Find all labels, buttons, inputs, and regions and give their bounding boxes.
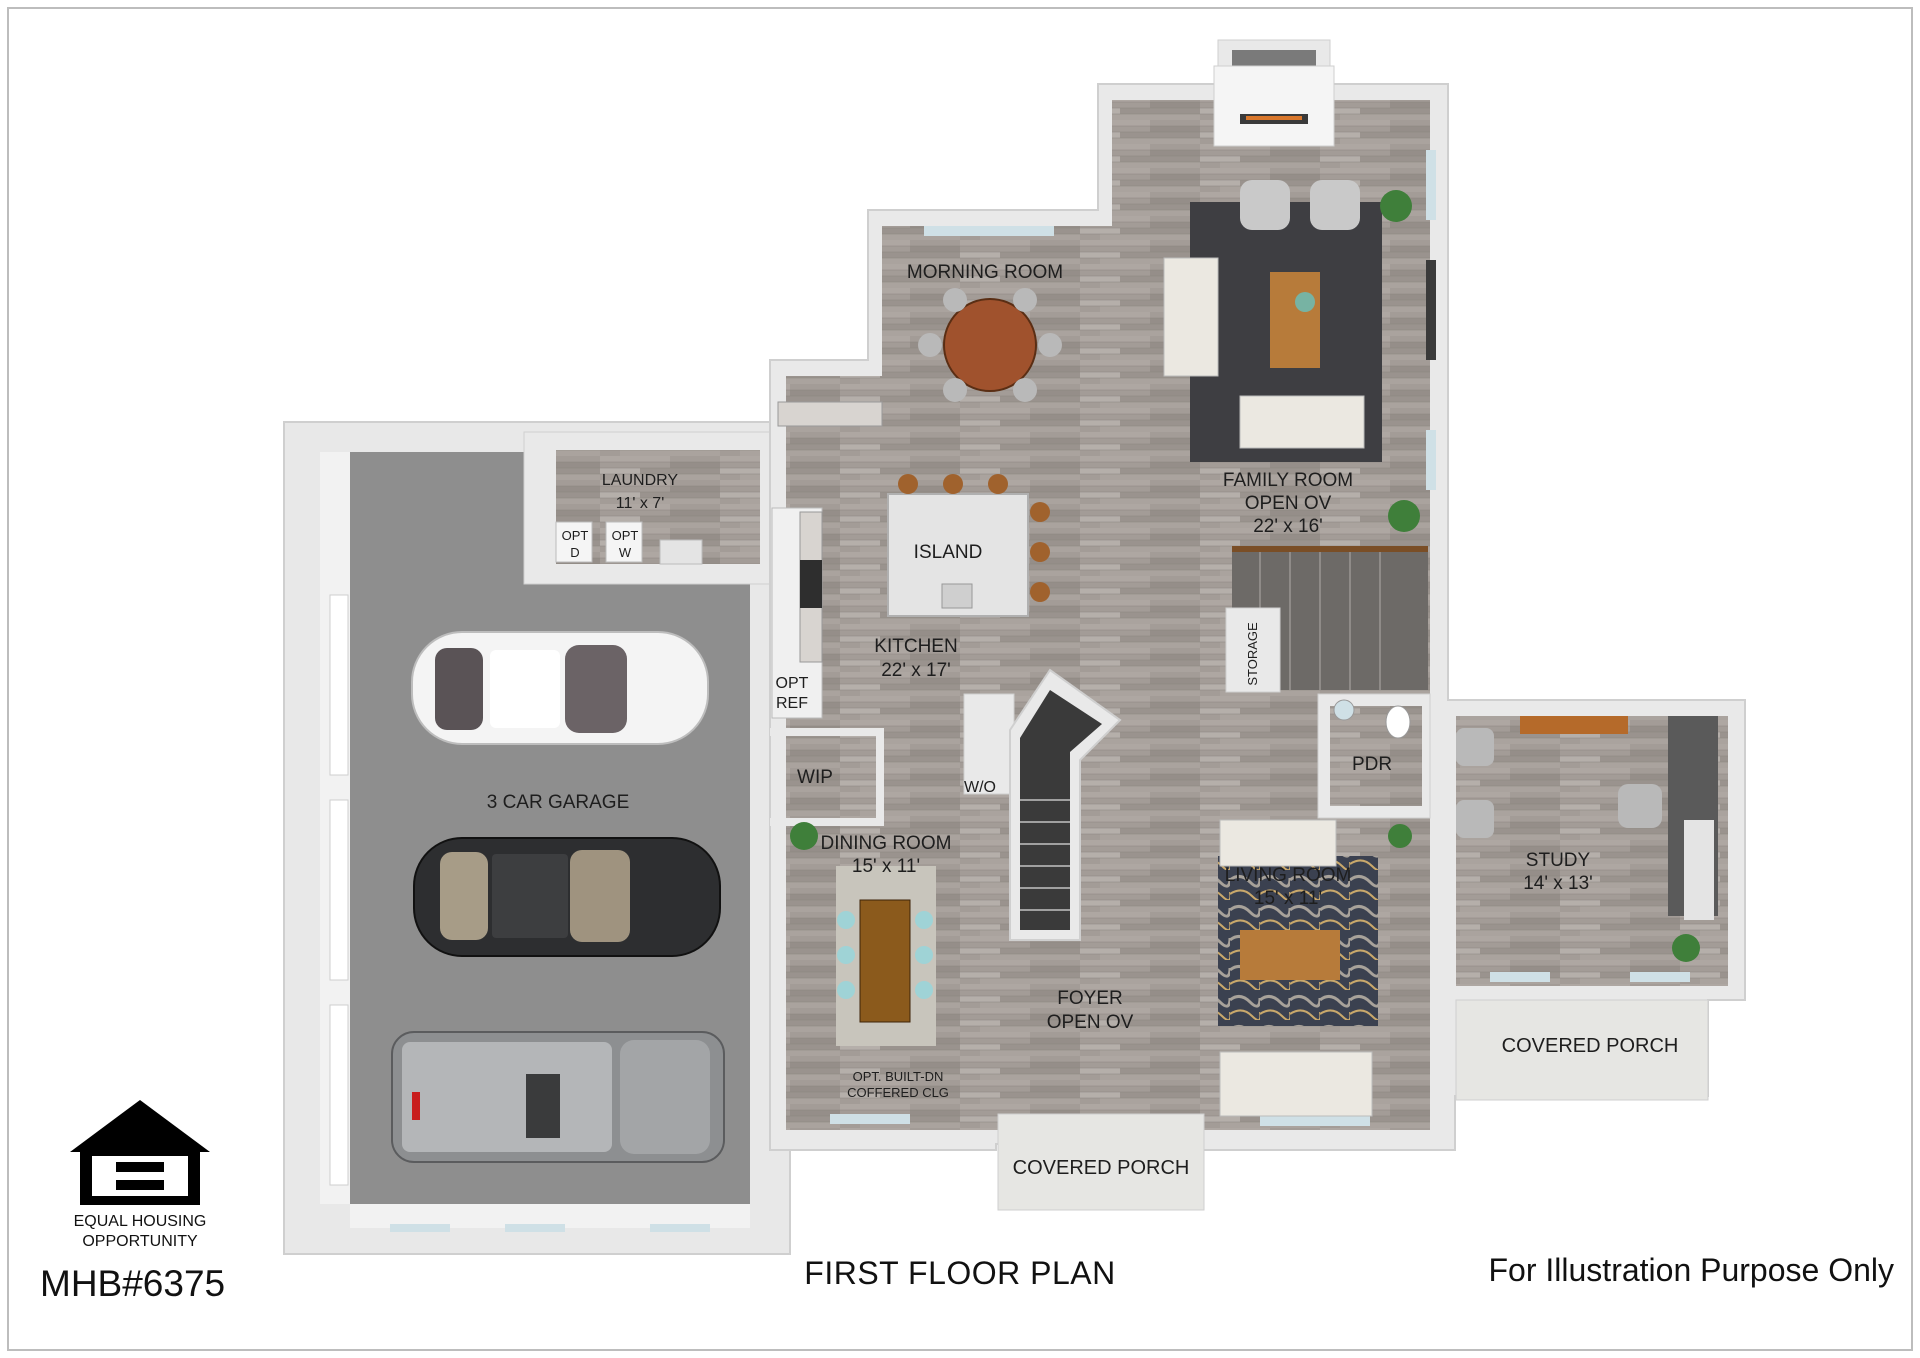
sofa-icon [1163, 257, 1365, 449]
family-room-label: FAMILY ROOM [1223, 470, 1353, 491]
opt-washer-label: OPT [612, 528, 639, 543]
equal-housing-line-2: OPPORTUNITY [82, 1233, 198, 1250]
car-black-icon [413, 837, 721, 957]
foyer: FOYER OPEN OV [1047, 988, 1134, 1033]
chair-icon [1240, 180, 1360, 230]
covered-porch-side: COVERED PORCH [1455, 999, 1709, 1101]
equal-housing-line-1: EQUAL HOUSING [73, 1213, 207, 1230]
toilet-icon [1385, 705, 1411, 739]
living-room: LIVING ROOM 15' x 11' [1218, 819, 1412, 1117]
foyer-sub: OPEN OV [1047, 1012, 1134, 1033]
laundry-size: 11' x 7' [616, 495, 665, 512]
morning-room: MORNING ROOM [907, 262, 1063, 402]
plan-id: MHB#6375 [40, 1263, 226, 1304]
family-room: FAMILY ROOM OPEN OV 22' x 16' [1163, 180, 1420, 537]
island-label: ISLAND [914, 542, 983, 563]
kitchen: ISLAND KITCHEN 22' x 17' OPT REF WIP W/O [770, 401, 1050, 826]
page-frame [7, 7, 1913, 1351]
opt-dryer-label: OPT [562, 528, 589, 543]
living-room-size: 15' x 11' [1254, 888, 1322, 909]
study: STUDY 14' x 13' [1456, 716, 1718, 962]
kitchen-label: KITCHEN [874, 636, 957, 657]
family-room-size: 22' x 16' [1253, 516, 1323, 537]
laundry-room: LAUNDRY 11' x 7' OPT D OPT W [523, 431, 771, 585]
wip-label: WIP [797, 767, 833, 788]
storage-label: STORAGE [1245, 622, 1260, 686]
living-room-label: LIVING ROOM [1225, 865, 1352, 886]
foyer-label: FOYER [1057, 988, 1122, 1009]
car-silver-suv-icon [391, 1031, 725, 1163]
kitchen-size: 22' x 17' [881, 660, 951, 681]
rear-stairs: STORAGE PDR [1225, 546, 1431, 819]
disclaimer-text: For Illustration Purpose Only [1488, 1252, 1895, 1288]
opt-washer-label-2: W [619, 545, 632, 560]
fireplace-icon [1213, 65, 1335, 147]
plant-icon [1380, 190, 1420, 532]
dining-room-label: DINING ROOM [821, 833, 952, 854]
equal-housing-text: EQUAL HOUSING OPPORTUNITY [60, 1212, 220, 1252]
garage-label: 3 CAR GARAGE [487, 792, 630, 813]
dining-table-icon [918, 288, 1062, 402]
garage: 3 CAR GARAGE [283, 421, 791, 1255]
dining-note-2: COFFERED CLG [847, 1085, 949, 1100]
porch-front-label: COVERED PORCH [1013, 1157, 1190, 1179]
dining-room-size: 15' x 11' [852, 856, 920, 877]
wo-label: W/O [964, 779, 996, 796]
island-icon [887, 474, 1050, 617]
stairs-icon [1009, 668, 1122, 941]
opt-ref-label-2: REF [776, 695, 808, 712]
car-white-icon [411, 631, 709, 745]
study-label: STUDY [1526, 850, 1591, 871]
plan-title: FIRST FLOOR PLAN [804, 1255, 1116, 1291]
study-size: 14' x 13' [1523, 873, 1593, 894]
sink-icon [1333, 699, 1355, 721]
family-room-sub: OPEN OV [1245, 493, 1332, 514]
equal-housing-logo [70, 1100, 210, 1205]
dining-note-1: OPT. BUILT-DN [853, 1069, 944, 1084]
dining-room: DINING ROOM 15' x 11' OPT. BUILT-DN COFF… [790, 822, 951, 1100]
laundry-label: LAUNDRY [602, 472, 679, 489]
porch-side-label: COVERED PORCH [1502, 1035, 1679, 1057]
pdr-label: PDR [1352, 754, 1392, 775]
opt-dryer-label-2: D [570, 545, 579, 560]
covered-porch-front: COVERED PORCH [997, 1113, 1205, 1211]
morning-room-label: MORNING ROOM [907, 262, 1063, 283]
opt-ref-label: OPT [776, 675, 809, 692]
